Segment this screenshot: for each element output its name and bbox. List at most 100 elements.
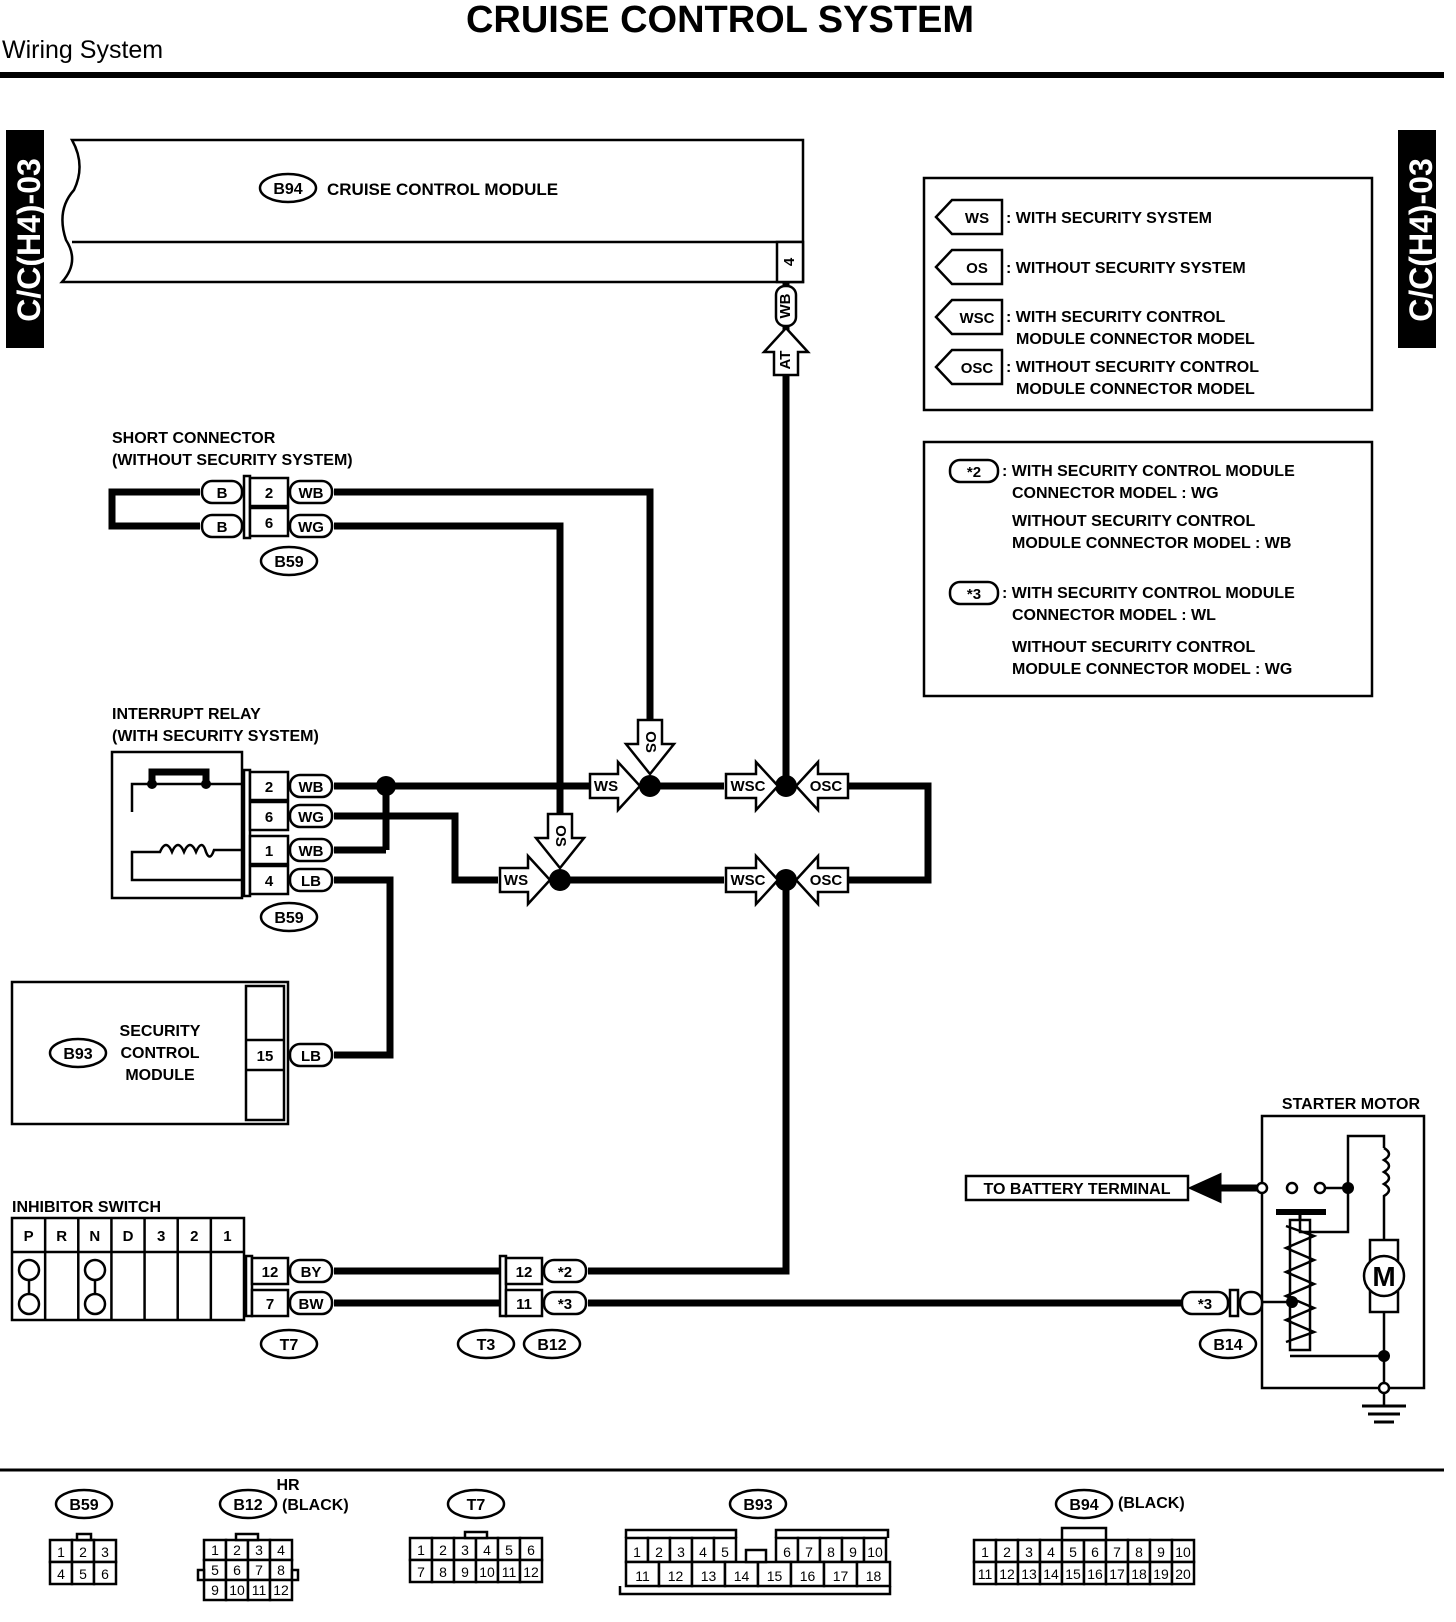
svg-text:2: 2 [265, 485, 273, 502]
connector-pin-number: 6 [101, 1566, 109, 1582]
svg-text:WS: WS [965, 210, 989, 227]
inhibitor-position: 2 [190, 1228, 198, 1245]
svg-text:B93: B93 [743, 1497, 772, 1514]
svg-text:WB: WB [299, 779, 324, 796]
connector-pin-number: 11 [502, 1564, 517, 1580]
connector-pin-number: 6 [233, 1562, 241, 1578]
connector-pin-number: 2 [79, 1544, 87, 1560]
svg-text:MODULE CONNECTOR MODEL: MODULE CONNECTOR MODEL [1016, 381, 1255, 398]
svg-text:*2: *2 [558, 1264, 572, 1281]
connector-pin-number: 2 [655, 1544, 663, 1560]
svg-text:MODULE CONNECTOR MODEL : W: MODULE CONNECTOR MODEL : WG [1012, 661, 1292, 678]
at-tag: AT [777, 351, 794, 370]
connector-pin-number: 5 [505, 1542, 513, 1558]
security-control-module: 15 B93 SECURITY CONTROL MODULE LB [10, 980, 334, 1126]
connector-pin-number: 8 [439, 1564, 447, 1580]
connector-pin-number: 5 [721, 1544, 729, 1560]
svg-text:: WITHOUT SECURITY SYSTEM: : WITHOUT SECURITY SYSTEM [1006, 260, 1246, 277]
svg-text:OSC: OSC [810, 778, 843, 795]
connector-pin-number: 10 [229, 1582, 245, 1598]
svg-text:STARTER MOTOR: STARTER MOTOR [1282, 1096, 1421, 1113]
svg-text:INHIBITOR SWITCH: INHIBITOR SWITCH [12, 1199, 161, 1216]
svg-text:OSC: OSC [961, 360, 994, 377]
svg-text:OS: OS [642, 731, 659, 753]
connector-pin-number: 6 [527, 1542, 535, 1558]
svg-text:B: B [217, 519, 228, 536]
connector-pin-number: 4 [699, 1544, 707, 1560]
connector-pin-number: 15 [767, 1568, 783, 1584]
svg-text:WSC: WSC [731, 872, 766, 889]
svg-text:: WITH SECURITY CONTROL MODULE: : WITH SECURITY CONTROL MODULE [1002, 585, 1295, 602]
connector-pin-number: 14 [734, 1568, 750, 1584]
svg-text:SECURITY: SECURITY [120, 1023, 201, 1040]
page-subtitle: Wiring System [2, 36, 163, 64]
svg-text:OS: OS [966, 260, 988, 277]
connector-pin-number: 7 [1113, 1544, 1121, 1560]
svg-text:B94: B94 [1069, 1497, 1098, 1514]
svg-text:CONNECTOR MODEL : WG: CONNECTOR MODEL : WG [1012, 485, 1219, 502]
side-tab-right: C/C(H4)-03 [1398, 130, 1439, 348]
svg-text:B59: B59 [69, 1497, 98, 1514]
interrupt-relay: INTERRUPT RELAY (WITH SECURITY SYSTEM) 2… [110, 706, 334, 933]
svg-text:B12: B12 [537, 1337, 566, 1354]
connector-pin-number: 17 [1109, 1566, 1125, 1582]
connector-pin-number: 16 [1087, 1566, 1103, 1582]
svg-text:WB: WB [299, 485, 324, 502]
svg-text:15: 15 [257, 1048, 274, 1065]
svg-text:4: 4 [781, 257, 798, 266]
svg-text:WS: WS [504, 872, 528, 889]
svg-text:B12: B12 [233, 1497, 262, 1514]
connector-pin-number: 13 [1021, 1566, 1037, 1582]
connector-pin-number: 18 [1131, 1566, 1147, 1582]
svg-text:6: 6 [265, 809, 273, 826]
connector-pin-number: 10 [867, 1544, 883, 1560]
inhibitor-position: P [24, 1228, 34, 1245]
inhibitor-position: R [56, 1228, 67, 1245]
short-connector: SHORT CONNECTOR (WITHOUT SECURITY SYSTEM… [108, 430, 353, 577]
connector-pin-number: 10 [1175, 1544, 1191, 1560]
svg-text:BW: BW [299, 1296, 325, 1313]
svg-text:: WITH SECURITY CONTROL MODULE: : WITH SECURITY CONTROL MODULE [1002, 463, 1295, 480]
connector-pin-number: 6 [783, 1544, 791, 1560]
connector-pin-number: 1 [417, 1542, 425, 1558]
connector-pin-number: 20 [1175, 1566, 1191, 1582]
svg-text:LB: LB [301, 873, 321, 890]
svg-text:: WITHOUT SECURITY CONTROL: : WITHOUT SECURITY CONTROL [1006, 359, 1259, 376]
svg-text:B14: B14 [1213, 1337, 1242, 1354]
svg-text:12: 12 [516, 1264, 533, 1281]
svg-text:B: B [217, 485, 228, 502]
cruise-control-module: 4 B94 CRUISE CONTROL MODULE [59, 138, 805, 284]
svg-text:*3: *3 [967, 586, 981, 603]
svg-text:OS: OS [552, 825, 569, 847]
legend-tags: WS : WITH SECURITY SYSTEM OS : WITHOUT S… [922, 176, 1374, 412]
svg-text:C/C(H4)-03: C/C(H4)-03 [11, 158, 47, 322]
battery-terminal-label: TO BATTERY TERMINAL [984, 1181, 1171, 1198]
inhibitor-position: 3 [157, 1228, 165, 1245]
module-id: B94 [273, 181, 302, 198]
svg-text:OSC: OSC [810, 872, 843, 889]
svg-text:2: 2 [265, 779, 273, 796]
connector-pin-number: 12 [668, 1568, 684, 1584]
connector-pin-number: 7 [417, 1564, 425, 1580]
connector-pin-number: 8 [827, 1544, 835, 1560]
connector-pin-number: 1 [633, 1544, 641, 1560]
connector-pin-number: 4 [277, 1542, 285, 1558]
connector-pin-number: 12 [999, 1566, 1015, 1582]
svg-text:WSC: WSC [731, 778, 766, 795]
connector-pin-number: 12 [273, 1582, 289, 1598]
svg-text:T3: T3 [477, 1337, 496, 1354]
svg-text:MODULE CONNECTOR MODEL : WB: MODULE CONNECTOR MODEL : WB [1012, 535, 1291, 552]
connector-pin-number: 6 [1091, 1544, 1099, 1560]
connector-pin-number: 7 [255, 1562, 263, 1578]
svg-text:7: 7 [266, 1296, 274, 1313]
connector-pin-number: 14 [1043, 1566, 1059, 1582]
svg-text:B59: B59 [274, 554, 303, 571]
svg-text:*3: *3 [558, 1296, 572, 1313]
connector-pin-number: 11 [978, 1566, 993, 1582]
connector-pin-number: 3 [101, 1544, 109, 1560]
junction-tags: OS WS WSC OSC OS WS WSC OSC [498, 718, 850, 908]
svg-text:CONNECTOR MODEL : WL: CONNECTOR MODEL : WL [1012, 607, 1216, 624]
connector-pin-number: 3 [1025, 1544, 1033, 1560]
